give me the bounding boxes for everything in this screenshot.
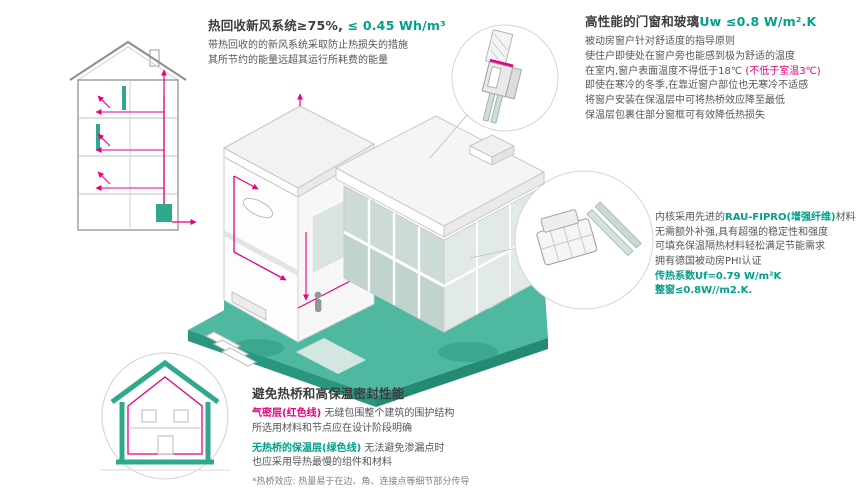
windows-title-value: Uw ≤0.8 W/m².K [699, 14, 817, 29]
core-material-line-1a: 内核采用先进的 [655, 212, 725, 223]
airflow-arrows-red [95, 69, 197, 225]
insulation-layer-label: 无热桥的保温层(绿色线) [252, 442, 362, 454]
roof-inner-line [77, 46, 179, 81]
core-material-line-1b: 材料 [835, 212, 856, 223]
core-material-uf-value: 传热系数Uf=0.79 W/m²K [655, 270, 782, 282]
heat-recovery-title-text: 热回收新风系统≥75%, [208, 18, 348, 33]
seal-marker [489, 58, 514, 68]
thermal-bridge-body: 气密层(红色线) 无缝包围整个建筑的围护结构 所选用材料和节点应在设计阶段明确 … [252, 407, 572, 489]
terrace-walkway [296, 338, 366, 374]
annotation-windows: 高性能的门窗和玻璃Uw ≤0.8 W/m².K 被动房窗户针对舒适度的指导原则 … [585, 14, 859, 123]
ventilation-ducts-red [233, 93, 357, 309]
floor-lines [78, 117, 178, 195]
annotation-core-material: 内核采用先进的RAU-FIPRO(增强纤维)材料 无需额外补强,具有超强的稳定性… [655, 211, 863, 299]
airtight-layer-text: 无缝包围整个建筑的围护结构 [321, 408, 455, 420]
heat-recovery-line-2: 其所节约的能量远超其运行所耗费的能量 [208, 54, 388, 66]
kitchen-cabinets [231, 291, 267, 321]
isometric-house-illustration [188, 93, 548, 407]
thermal-bridge-line-2: 所选用材料和节点应在设计阶段明确 [252, 422, 412, 434]
core-material-line-4: 拥有德国被动房PHI认证 [655, 256, 762, 268]
glazing-pane [482, 92, 496, 122]
core-material-brand: RAU-FIPRO(增强纤维) [725, 212, 836, 223]
windows-title-text: 高性能的门窗和玻璃 [585, 14, 700, 29]
profile-sash [540, 209, 580, 233]
insulation-layer-text: 无法避免渗漏点时 [361, 442, 445, 454]
heat-recovery-line-1: 带热回收的的新风系统采取防止热损失的措施 [208, 40, 408, 52]
annotation-thermal-bridge: 避免热桥和高保温密封性能 气密层(红色线) 无缝包围整个建筑的围护结构 所选用材… [252, 386, 572, 489]
insulation-green-line-roof [110, 359, 220, 405]
door [157, 435, 174, 455]
profile-chambers [540, 221, 593, 262]
leader-line-window-profile [469, 246, 523, 259]
thermal-bridge-footnote: *热桥效应: 热量易于在边、角、连接点等细节部分传导 [252, 477, 470, 487]
leader-line-window-frame [429, 113, 469, 159]
windows-line-6: 保温层包裹住部分窗框可有效降低热损失 [585, 109, 765, 121]
annotation-heat-recovery: 热回收新风系统≥75%, ≤ 0.45 Wh/m³ 带热回收的的新风系统采取防止… [208, 18, 480, 69]
floor-slab [224, 230, 298, 276]
glazing-pane [594, 201, 642, 249]
insulation-house-illustration [100, 352, 230, 480]
glazing-pane [490, 94, 504, 124]
windows-line-3-highlight: (不低于室温3℃) [745, 65, 821, 77]
ventilation-house-illustration [69, 40, 197, 231]
window [141, 409, 157, 423]
sash-profile [504, 66, 523, 100]
roof-outline [69, 40, 187, 81]
terrace-steps [204, 331, 258, 367]
bathtub [242, 197, 274, 219]
person-figure [314, 291, 322, 312]
platform-side-right [376, 338, 548, 407]
heat-recovery-title: 热回收新风系统≥75%, ≤ 0.45 Wh/m³ [208, 18, 480, 34]
windows-title: 高性能的门窗和玻璃Uw ≤0.8 W/m².K [585, 14, 859, 30]
heat-recovery-title-value: ≤ 0.45 Wh/m³ [347, 18, 446, 33]
airtight-layer-label: 气密层(红色线) [252, 408, 322, 420]
insulation-strip [96, 124, 100, 150]
insulation-strip [122, 86, 126, 110]
roof-fascia [443, 171, 545, 238]
core-material-line-3: 可填充保温隔热材料轻松满足节能需求 [655, 241, 825, 253]
frame-chamber [486, 66, 502, 89]
thermal-bridge-title: 避免热桥和高保温密封性能 [252, 386, 405, 401]
rooftop-unit [468, 134, 516, 166]
window-frame-section [481, 29, 523, 124]
window-profile-detail-callout [514, 170, 654, 310]
windows-line-3-text: 在室内,窗户表面温度不得低于18℃ [585, 65, 746, 77]
heat-recovery-body: 带热回收的的新风系统采取防止热损失的措施 其所节约的能量远超其运行所耗费的能量 [208, 39, 480, 68]
windows-line-1: 被动房窗户针对舒适度的指导原则 [585, 36, 735, 48]
window [173, 409, 189, 423]
ground-platform-left [224, 298, 298, 356]
core-material-body: 内核采用先进的RAU-FIPRO(增强纤维)材料 无需额外补强,具有超强的稳定性… [655, 211, 863, 299]
core-material-uw-value: 整窗≤0.8W//m2.K. [655, 285, 753, 297]
airtight-red-line [127, 376, 203, 455]
core-material-line-1: 内核采用先进的RAU-FIPRO(增强纤维)材料 [655, 211, 863, 226]
heat-exchanger-unit [156, 204, 172, 222]
windows-line-2: 使住户即使处在窗户旁也能感到极为舒适的温度 [585, 50, 795, 62]
window-profile-section [536, 201, 642, 266]
insulation-green-line-walls [116, 402, 214, 465]
windows-line-4: 即使在寒冷的冬季,在靠近窗户部位也无寒冷不适感 [585, 80, 809, 92]
windows-body: 被动房窗户针对舒适度的指导原则 使住户即使处在窗户旁也能感到极为舒适的温度 在室… [585, 35, 859, 123]
airtight-layer-line: 气密层(红色线) 无缝包围整个建筑的围护结构 [252, 407, 572, 422]
glazing-pane [586, 208, 634, 257]
floor-band [343, 230, 445, 288]
garden-patch [438, 342, 498, 362]
thermal-bridge-line-4: 也应采用导热最慢的组件和材料 [252, 457, 392, 469]
insulation-layer-line: 无热桥的保温层(绿色线) 无法避免渗漏点时 [252, 442, 572, 457]
house-glass-wing [334, 115, 546, 333]
windows-line-5: 将窗户安装在保温层中可将热桥效应降至最低 [585, 95, 785, 106]
window-frame-detail-callout [451, 24, 559, 132]
chimney [149, 49, 160, 67]
core-material-line-2: 无需额外补强,具有超强的稳定性和强度 [655, 226, 829, 238]
windows-line-3: 在室内,窗户表面温度不得低于18℃ (不低于室温3℃) [585, 65, 859, 80]
